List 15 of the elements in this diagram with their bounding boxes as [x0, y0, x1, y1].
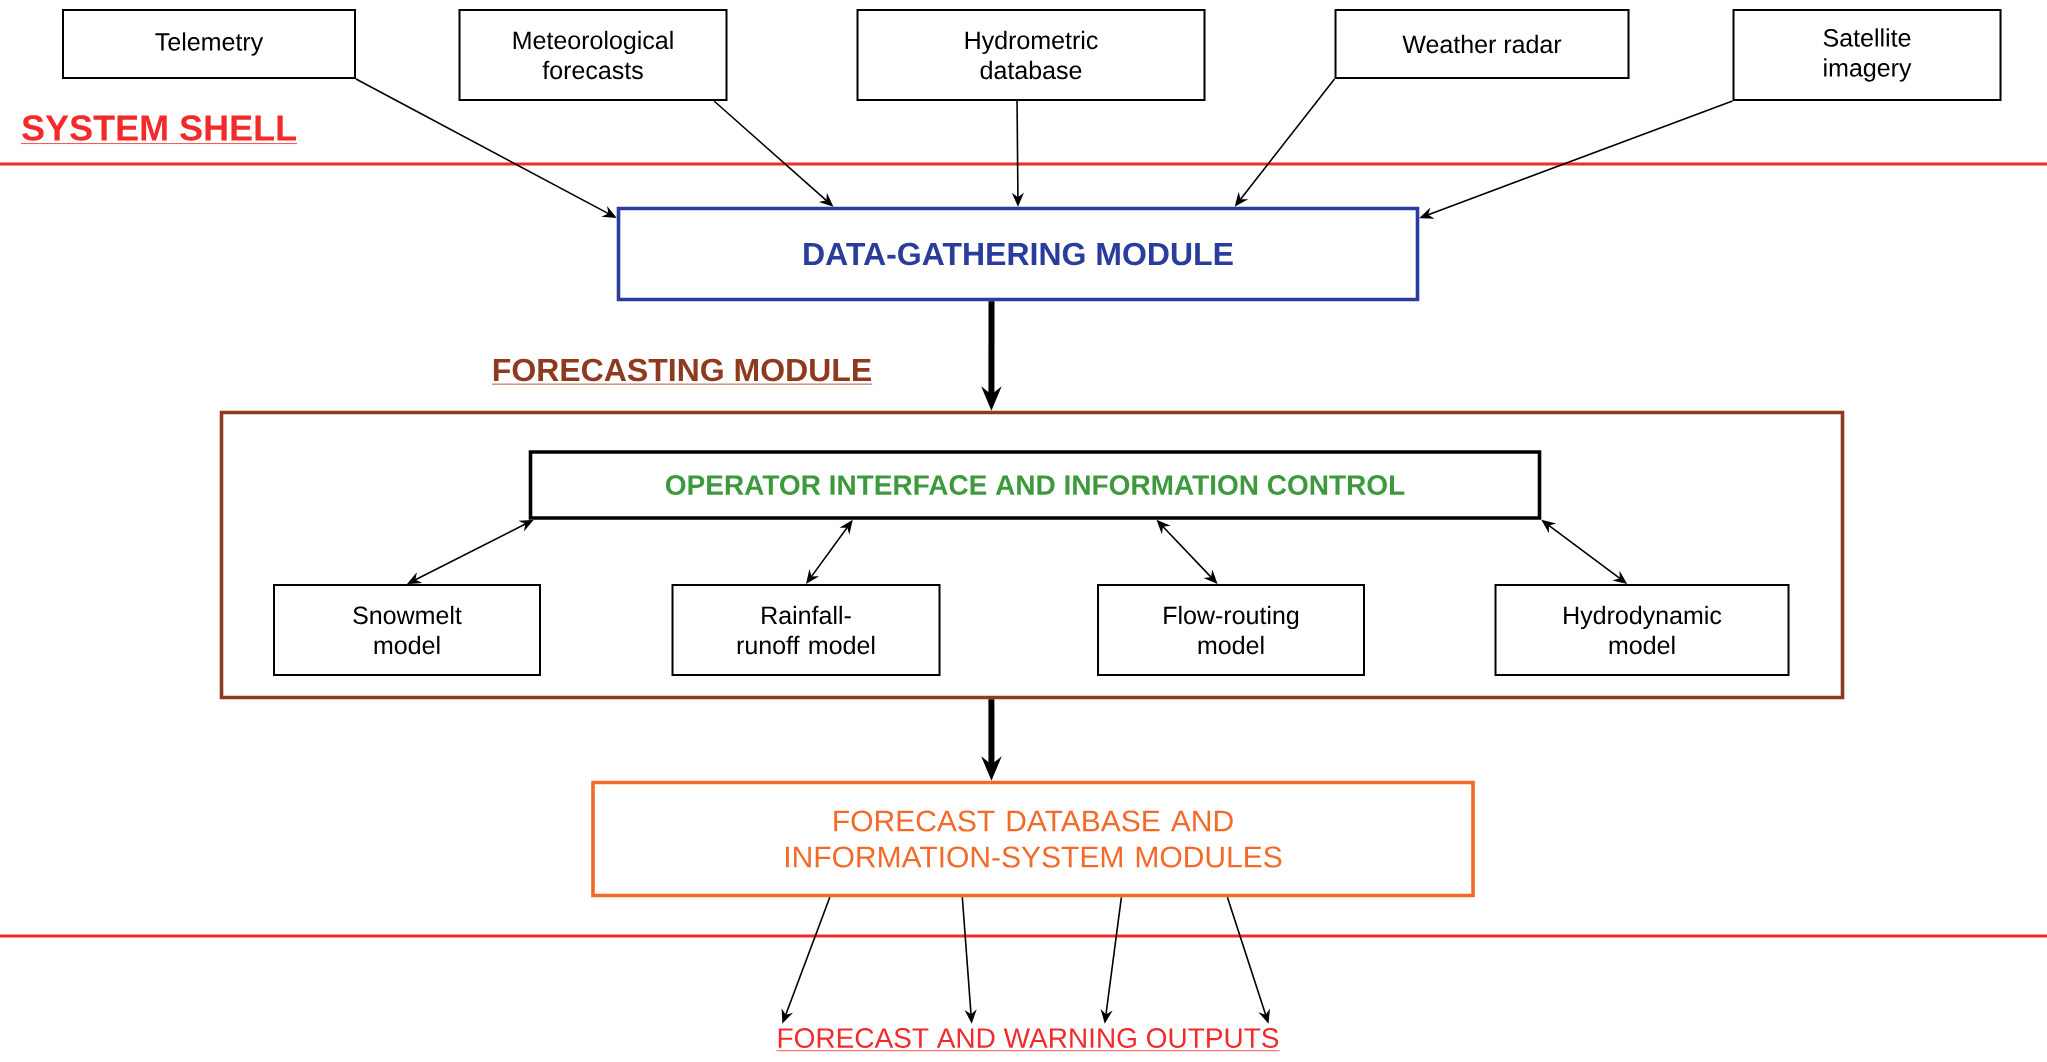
process-box: Flow-routing model [1097, 584, 1365, 676]
process-box: Snowmelt model [273, 584, 541, 676]
process-box: Weather radar [1334, 9, 1630, 79]
process-box: Hydrodynamic model [1494, 584, 1790, 676]
process-box: Telemetry [62, 9, 356, 79]
module-heading: FORECASTING MODULE [491, 358, 873, 385]
process-box: Meteorological forecasts [458, 9, 728, 101]
output-label: FORECAST AND WARNING OUTPUTS [776, 1028, 1280, 1052]
process-box: Hydrometric database [856, 9, 1206, 101]
process-box: FORECAST DATABASE AND INFORMATION-SYSTEM MODULES [591, 780, 1475, 898]
section-heading: SYSTEM SHELL [20, 115, 298, 144]
process-box: Satellite imagery [1732, 9, 2002, 101]
process-box: DATA-GATHERING MODULE [616, 206, 1420, 302]
process-box: OPERATOR INTERFACE AND INFORMATION CONTROL [528, 450, 1542, 520]
process-box: Rainfall-runoff model [671, 584, 941, 676]
